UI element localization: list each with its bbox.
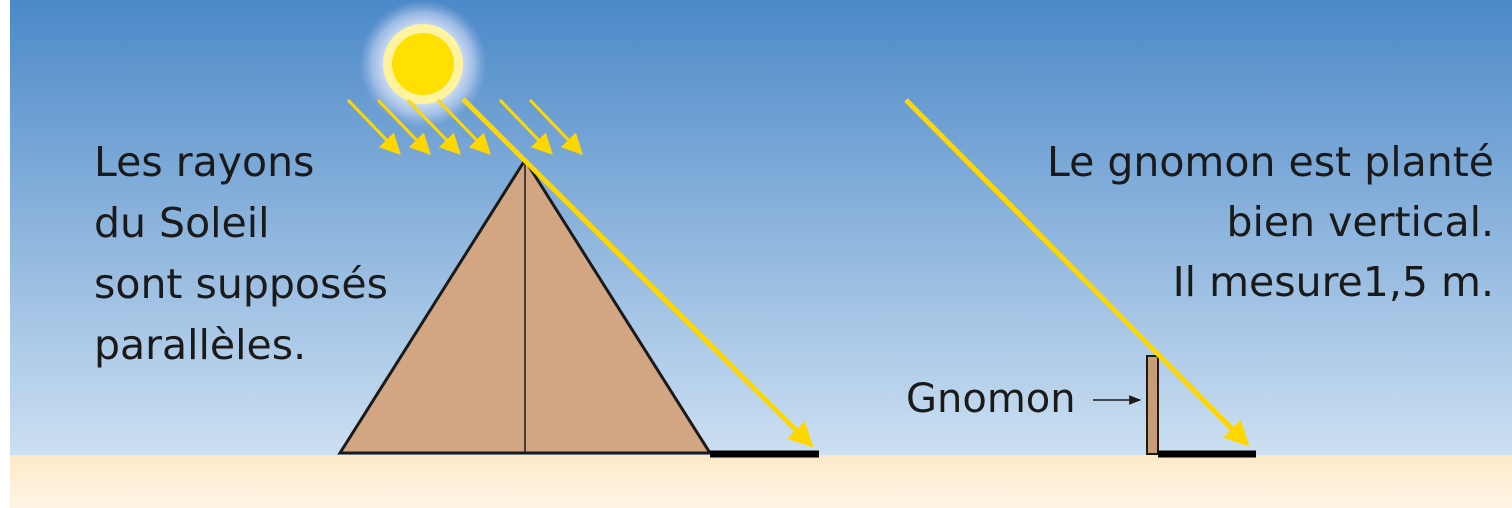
right-caption-line: bien vertical. xyxy=(1226,198,1494,246)
right-caption-line: Il mesure1,5 m. xyxy=(1173,258,1494,306)
pyramid-sun-ray xyxy=(461,97,814,448)
sun-rays xyxy=(346,98,583,156)
ground xyxy=(10,455,1512,508)
left-caption-line: sont supposés xyxy=(94,260,388,308)
sun-ray xyxy=(436,98,491,156)
left-caption-line: Les rayons xyxy=(94,138,314,186)
gnomon-sun-ray xyxy=(904,98,1250,447)
left-caption-line: du Soleil xyxy=(94,199,270,247)
left-caption-line: parallèles. xyxy=(94,321,306,369)
sun-ray xyxy=(498,98,553,156)
right-caption: Le gnomon est planté bien vertical. Il m… xyxy=(1047,138,1494,306)
sun-ray xyxy=(528,98,583,156)
gnomon xyxy=(1146,355,1159,455)
gnomon-label: Gnomon xyxy=(906,376,1076,422)
sun-ray xyxy=(346,98,401,156)
left-caption: Les rayons du Soleil sont supposés paral… xyxy=(94,138,388,369)
right-caption-line: Le gnomon est planté xyxy=(1047,138,1494,186)
sun-ray xyxy=(406,98,461,156)
sun-ray xyxy=(376,98,431,156)
sun-icon xyxy=(359,0,487,128)
sky-background xyxy=(10,0,1512,458)
